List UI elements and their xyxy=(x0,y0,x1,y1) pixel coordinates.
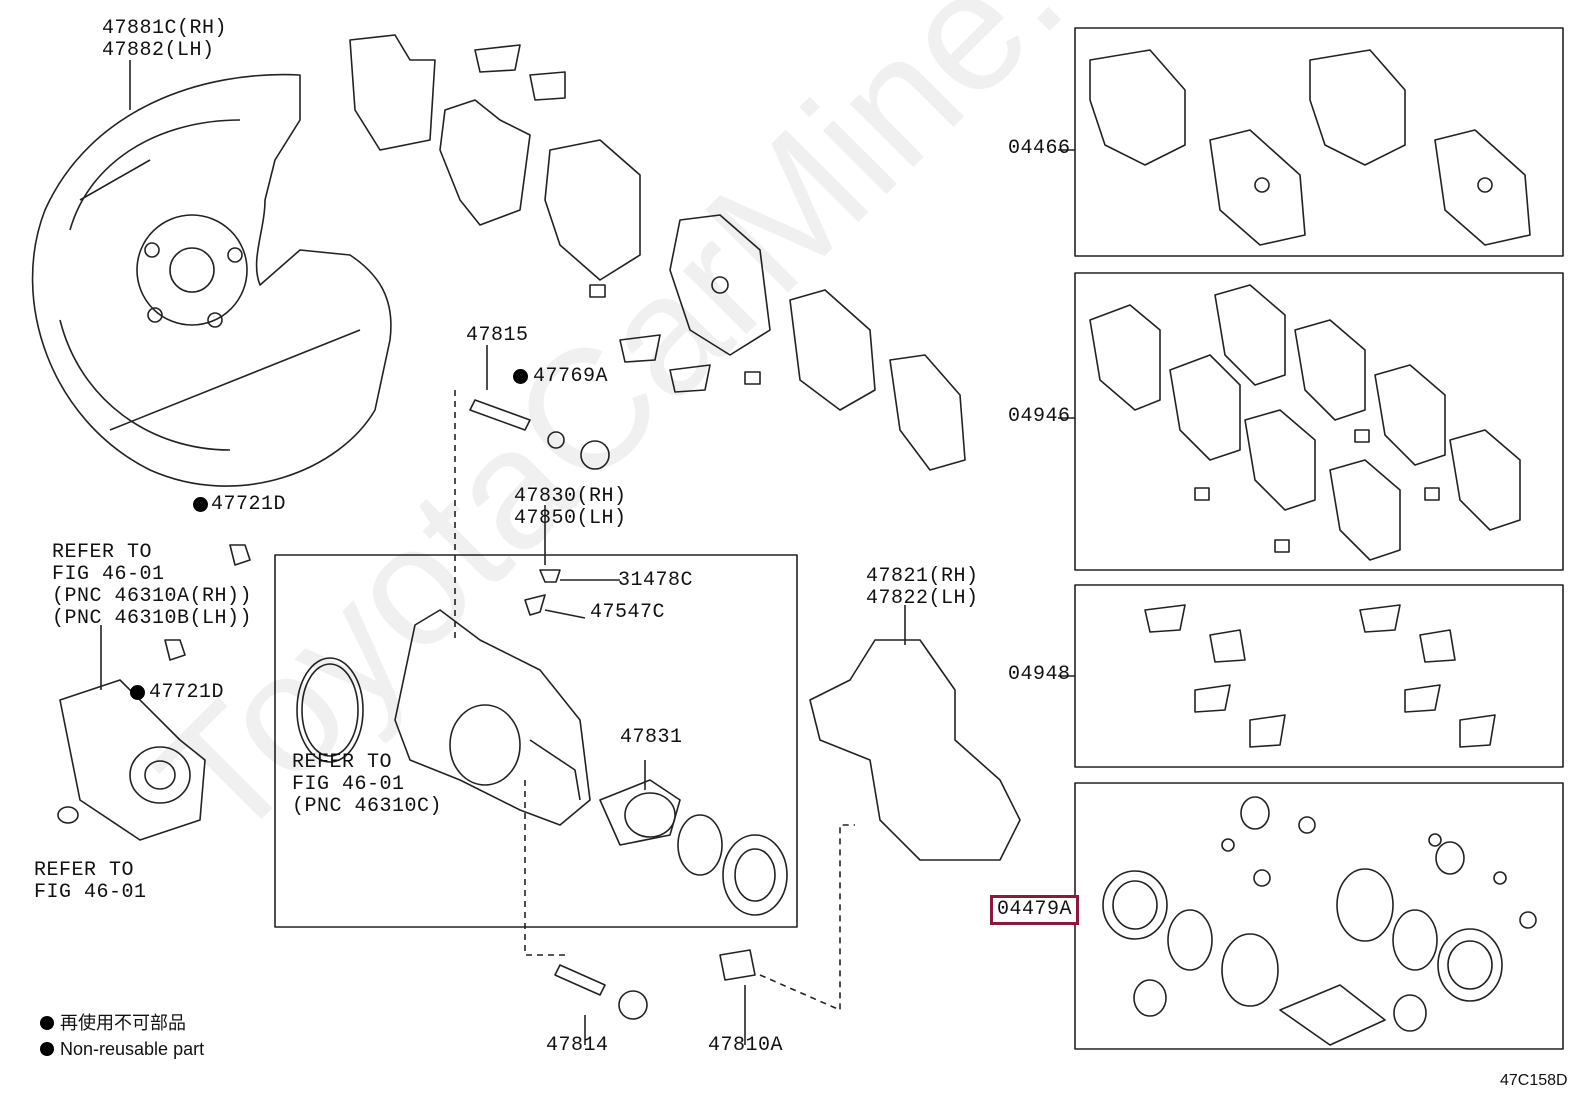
callout-47769A: 47769A xyxy=(533,365,609,388)
mounting-drawing xyxy=(809,639,1021,861)
refer-note-seal: REFER TO FIG 46-01 (PNC 46310C) xyxy=(292,751,443,818)
non-reusable-dot-icon xyxy=(40,1042,54,1056)
callout-kit-04466: 04466 xyxy=(1008,137,1071,160)
callout-mount-lh: 47822(LH) xyxy=(866,587,979,610)
callout-47721D-lower: 47721D xyxy=(149,681,225,704)
callout-caliper-rh: 47830(RH) xyxy=(514,485,627,508)
legend-item-en: Non-reusable part xyxy=(40,1036,204,1062)
callout-31478C: 31478C xyxy=(618,569,694,592)
legend-text-en: Non-reusable part xyxy=(60,1039,205,1059)
non-reusable-marker xyxy=(130,685,145,700)
motor-drawing xyxy=(59,679,206,841)
callout-kit-04479A-highlighted[interactable]: 04479A xyxy=(990,895,1080,925)
callout-47547C: 47547C xyxy=(590,601,666,624)
refer-note-motor: REFER TO FIG 46-01 (PNC 46310A(RH)) (PNC… xyxy=(52,541,253,630)
non-reusable-marker xyxy=(193,497,208,512)
legend-item-jp: 再使用不可部品 xyxy=(40,1010,204,1036)
callout-47815: 47815 xyxy=(466,324,529,347)
callout-47721D-upper: 47721D xyxy=(211,493,287,516)
callout-caliper-lh: 47850(LH) xyxy=(514,507,627,530)
dust-shield-drawing xyxy=(31,73,392,487)
callout-47810A: 47810A xyxy=(708,1034,784,1057)
figure-code: 47C158D xyxy=(1500,1072,1568,1089)
refer-note-bottom: REFER TO FIG 46-01 xyxy=(34,859,147,904)
callout-47814: 47814 xyxy=(546,1034,609,1057)
non-reusable-marker xyxy=(513,369,528,384)
legend: 再使用不可部品 Non-reusable part xyxy=(40,1010,204,1062)
callout-mount-rh: 47821(RH) xyxy=(866,565,979,588)
callout-47831: 47831 xyxy=(620,726,683,749)
callout-kit-04946: 04946 xyxy=(1008,405,1071,428)
legend-text-jp: 再使用不可部品 xyxy=(60,1013,186,1033)
callout-shield-rh: 47881C(RH) xyxy=(102,17,228,40)
caliper-drawing xyxy=(394,609,591,826)
callout-kit-04948: 04948 xyxy=(1008,663,1071,686)
non-reusable-dot-icon xyxy=(40,1016,54,1030)
callout-shield-lh: 47882(LH) xyxy=(102,39,215,62)
brake-pad-drawings xyxy=(349,34,966,471)
